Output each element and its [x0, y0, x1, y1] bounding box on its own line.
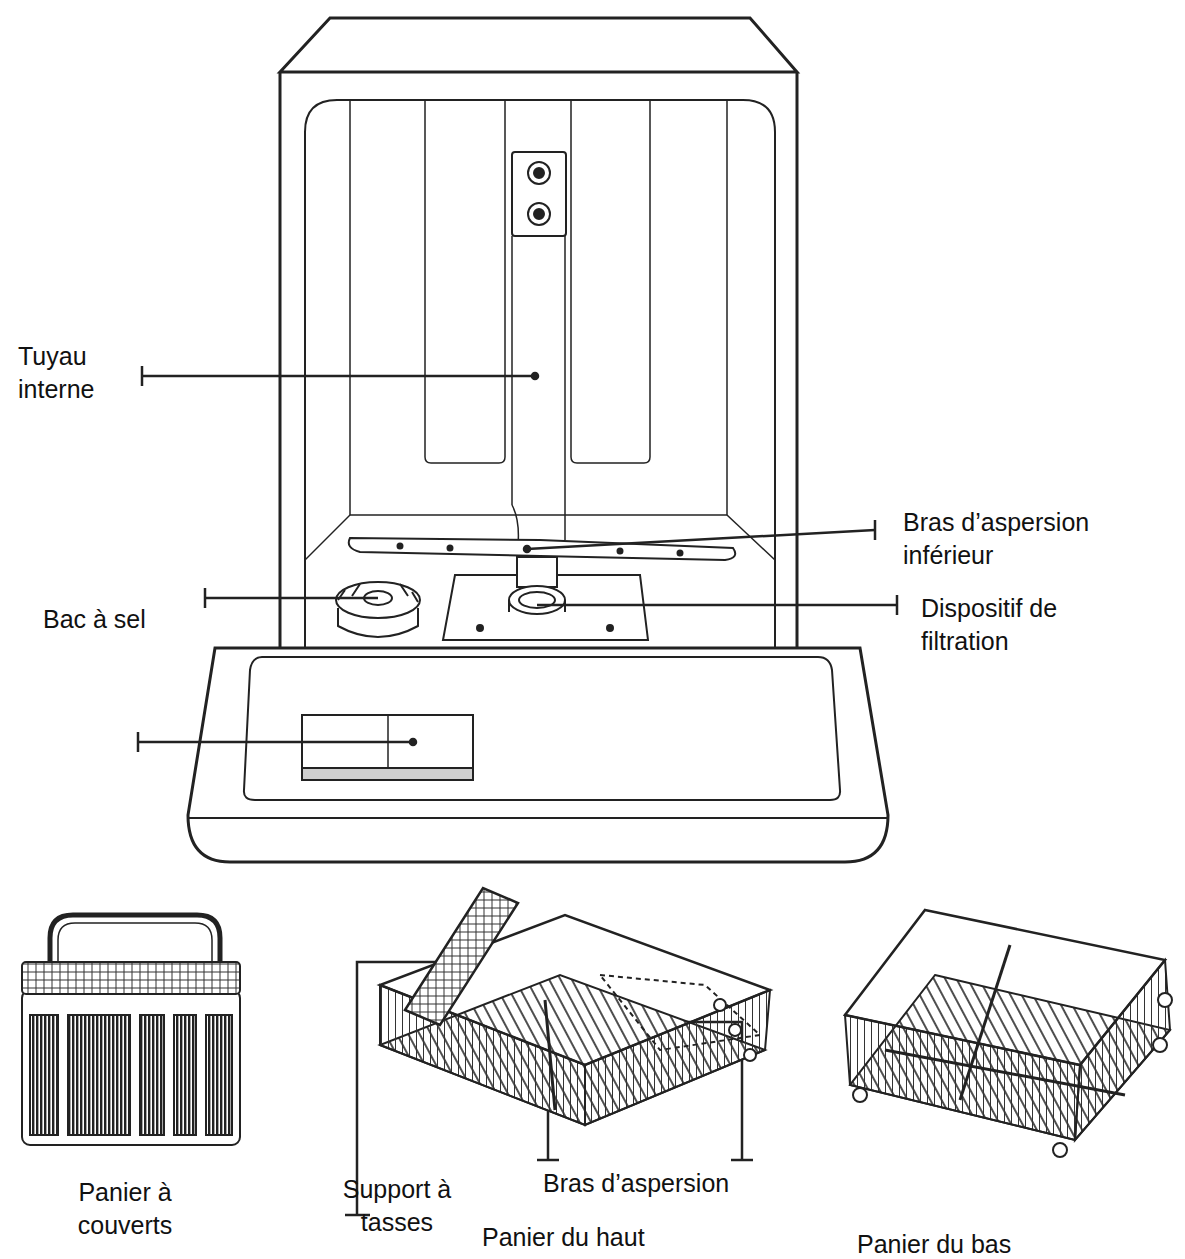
upper-basket-part: [744, 1049, 756, 1061]
leader-lines: [138, 366, 897, 1215]
cabinet-part: [279, 72, 282, 650]
leader-lines-part: [205, 597, 378, 600]
tub-floor-parts-part: [678, 551, 683, 556]
leader-lines-part: [137, 732, 140, 752]
leader-lines-part: [141, 366, 144, 386]
lower-basket-part: [1075, 960, 1170, 1140]
upper-basket-part: [405, 888, 518, 1025]
cutlery-basket-part: [22, 962, 240, 994]
door-part: [188, 817, 888, 819]
leader-lines-part: [537, 604, 897, 607]
cabinet-part: [726, 100, 728, 515]
cabinet-part: [564, 236, 566, 540]
cutlery-basket-part: [22, 990, 240, 1145]
cutlery-basket-part: [174, 1015, 196, 1135]
leader-lines-part: [532, 373, 538, 379]
upper-basket: [380, 888, 770, 1125]
leader-lines-part: [142, 375, 535, 378]
cabinet-part: [425, 100, 505, 463]
lower-basket-part: [1153, 1038, 1167, 1052]
tub-floor-parts-part: [607, 625, 613, 631]
lower-basket-part: [1053, 1143, 1067, 1157]
lower-basket-part: [960, 945, 1010, 1100]
leader-lines-part: [896, 595, 899, 615]
cutlery-basket: [22, 915, 240, 1145]
leader-lines-part: [527, 530, 875, 549]
cutlery-basket-part: [206, 1015, 232, 1135]
cabinet-part: [349, 100, 351, 515]
cutlery-basket-part: [140, 1015, 164, 1135]
upper-basket-part: [585, 990, 770, 1125]
upper-nozzle: [512, 152, 566, 236]
lower-basket: [845, 910, 1172, 1157]
cabinet-part: [511, 236, 513, 505]
part-label: Panier du haut: [482, 1221, 702, 1254]
upper-nozzle-part: [512, 152, 566, 236]
tub-floor-parts-part: [338, 584, 418, 602]
cabinet-part: [305, 515, 350, 560]
lower-basket-part: [845, 910, 1165, 1065]
cutlery-basket-part: [30, 1015, 58, 1135]
tub-floor-parts: [336, 538, 735, 640]
cabinet-part: [305, 100, 775, 648]
leader-lines-part: [731, 1159, 753, 1162]
upper-basket-part: [729, 1024, 741, 1036]
part-label: Panier à couverts: [55, 1176, 195, 1242]
cabinet-part: [280, 18, 797, 72]
part-label: Dispositif de filtration: [921, 592, 1111, 658]
part-label: Panier du bas: [857, 1228, 1077, 1259]
tub-floor-parts-part: [517, 557, 557, 587]
upper-basket-part: [600, 975, 760, 1050]
upper-nozzle-part: [534, 168, 544, 178]
upper-basket-part: [714, 999, 726, 1011]
tub-floor-parts-part: [618, 549, 623, 554]
lower-basket-part: [885, 1050, 1125, 1095]
part-label: Tuyau interne: [18, 340, 128, 406]
tub-floor-parts-part: [448, 546, 453, 551]
tub-floor-parts-part: [398, 544, 403, 549]
part-label: Bac à sel: [43, 603, 193, 636]
leader-lines-part: [874, 520, 877, 540]
cabinet-part: [796, 72, 799, 650]
leader-lines-part: [204, 588, 207, 608]
door-part: [188, 648, 888, 862]
cabinet: [280, 18, 797, 650]
part-label: Bras d’aspersion inférieur: [903, 506, 1153, 572]
lower-basket-part: [853, 1088, 867, 1102]
door-part: [244, 657, 840, 800]
upper-nozzle-part: [528, 162, 550, 184]
upper-basket-part: [545, 1000, 555, 1110]
door-part: [302, 768, 473, 780]
tub-floor-parts-part: [477, 625, 483, 631]
tub-floor-parts-part: [508, 600, 510, 612]
cutlery-basket-part: [68, 1015, 130, 1135]
leader-lines-part: [138, 741, 413, 744]
leader-lines-part: [537, 1159, 559, 1162]
leader-lines-part: [410, 739, 416, 745]
leader-lines-part: [524, 546, 530, 552]
cabinet-part: [571, 100, 650, 463]
part-label: Bras d’aspersion: [543, 1167, 783, 1200]
tub-floor-parts-part: [336, 582, 420, 618]
part-label: Support à tasses: [322, 1173, 472, 1239]
lower-basket-part: [845, 1015, 1080, 1140]
upper-nozzle-part: [534, 209, 544, 219]
upper-nozzle-part: [528, 203, 550, 225]
cabinet-part: [350, 514, 727, 516]
lower-basket-part: [1158, 993, 1172, 1007]
tub-floor-parts-part: [509, 586, 565, 614]
door: [188, 648, 888, 862]
door-part: [302, 715, 473, 780]
